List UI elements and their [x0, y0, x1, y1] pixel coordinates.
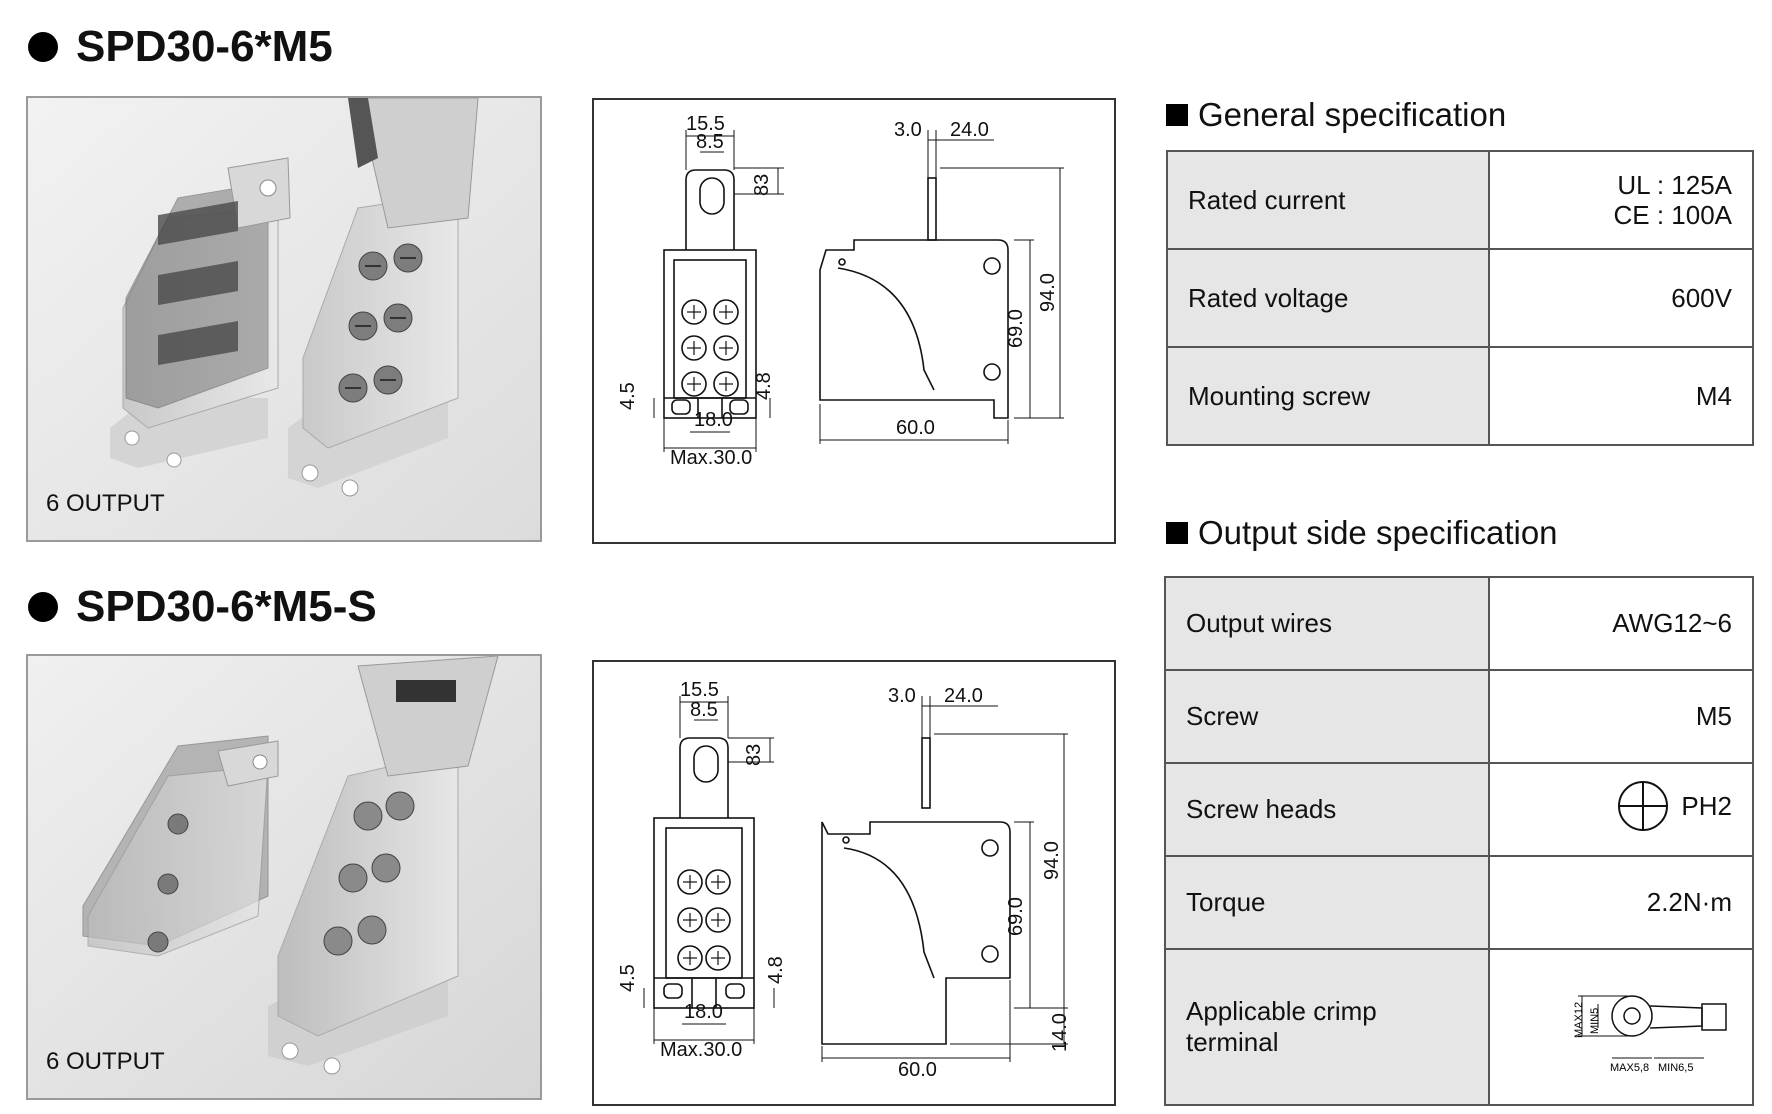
crimp-min-width: MIN6,5 — [1658, 1062, 1693, 1074]
product-title-1: SPD30-6*M5 — [28, 22, 333, 72]
dimension-drawing-1: 15.5 8.5 83 4.5 4.8 18.0 Max.30.0 3.0 24… — [592, 98, 1116, 544]
dim-15-5: 15.5 — [686, 113, 725, 135]
dim-94-0: 94.0 — [1037, 273, 1059, 312]
rated-current-label: Rated current — [1166, 150, 1490, 250]
output-spec-table: Output wires AWG12~6 Screw M5 Screw head… — [1164, 576, 1754, 1106]
rated-current-ul: UL : 125A — [1617, 170, 1732, 200]
dim-3-0: 3.0 — [894, 119, 922, 141]
table-row: Rated voltage 600V — [1166, 248, 1754, 348]
dim-24-0: 24.0 — [950, 119, 989, 141]
rated-voltage-value: 600V — [1488, 248, 1754, 348]
dim-4-8: 4.8 — [765, 956, 787, 984]
dim-18-0: 18.0 — [694, 409, 733, 431]
table-row: Torque 2.2N·m — [1164, 855, 1754, 950]
product-title-text: SPD30-6*M5-S — [76, 582, 377, 631]
photo-caption: 6 OUTPUT — [46, 1048, 165, 1075]
output-wires-value: AWG12~6 — [1488, 576, 1754, 671]
table-row: Mounting screw M4 — [1166, 346, 1754, 446]
dim-69-0: 69.0 — [1005, 309, 1027, 348]
screw-heads-value: PH2 — [1488, 762, 1754, 857]
screw-value: M5 — [1488, 669, 1754, 764]
square-bullet-icon — [1166, 104, 1188, 126]
output-wires-label: Output wires — [1164, 576, 1490, 671]
product-title-text: SPD30-6*M5 — [76, 22, 333, 71]
terminal-block-photo-image — [28, 98, 540, 540]
phillips-head-icon — [1618, 781, 1669, 831]
crimp-max-height: MAX12 — [1573, 1001, 1585, 1037]
dim-60-0: 60.0 — [896, 417, 935, 439]
technical-drawing-image: 15.5 8.5 83 4.5 4.8 18.0 Max.30.0 3.0 24… — [617, 679, 1071, 1081]
dim-83: 83 — [743, 744, 765, 766]
dim-3-0: 3.0 — [888, 685, 916, 707]
product-title-2: SPD30-6*M5-S — [28, 582, 377, 632]
dim-94-0: 94.0 — [1041, 841, 1063, 880]
dim-15-5: 15.5 — [680, 679, 719, 701]
general-spec-heading-text: General specification — [1198, 96, 1507, 133]
table-row: Applicable crimp terminal MAX12 MIN5 MAX… — [1164, 948, 1754, 1106]
dim-4-5: 4.5 — [617, 964, 639, 992]
output-spec-heading: Output side specification — [1166, 514, 1558, 552]
dim-69-0: 69.0 — [1005, 897, 1027, 936]
table-row: Screw M5 — [1164, 669, 1754, 764]
rated-current-value: UL : 125A CE : 100A — [1488, 150, 1754, 250]
crimp-max-width: MAX5,8 — [1610, 1062, 1649, 1074]
square-bullet-icon — [1166, 522, 1188, 544]
table-row: Screw heads PH2 — [1164, 762, 1754, 857]
dimension-drawing-2: 15.5 8.5 83 4.5 4.8 18.0 Max.30.0 3.0 24… — [592, 660, 1116, 1106]
bullet-icon — [28, 32, 58, 62]
output-spec-heading-text: Output side specification — [1198, 514, 1558, 551]
dim-max-30: Max.30.0 — [660, 1039, 742, 1061]
rated-current-ce: CE : 100A — [1613, 200, 1732, 230]
rated-voltage-label: Rated voltage — [1166, 248, 1490, 348]
dim-83: 83 — [751, 174, 773, 196]
product-photo-1: 6 OUTPUT — [26, 96, 542, 542]
torque-label: Torque — [1164, 855, 1490, 950]
crimp-min-height: MIN5 — [1589, 1007, 1601, 1033]
dim-8-5: 8.5 — [696, 131, 724, 153]
dim-24-0: 24.0 — [944, 685, 983, 707]
dim-60-0: 60.0 — [898, 1059, 937, 1081]
product-photo-2: 6 OUTPUT — [26, 654, 542, 1100]
general-spec-heading: General specification — [1166, 96, 1506, 134]
dim-8-5: 8.5 — [690, 699, 718, 721]
photo-caption: 6 OUTPUT — [46, 490, 165, 517]
crimp-terminal-icon: MAX12 MIN5 MAX5,8 MIN6,5 — [1573, 994, 1727, 1074]
screw-heads-label: Screw heads — [1164, 762, 1490, 857]
table-row: Output wires AWG12~6 — [1164, 576, 1754, 671]
screw-heads-value-text: PH2 — [1681, 790, 1732, 821]
mounting-screw-value: M4 — [1488, 346, 1754, 446]
crimp-terminal-value: MAX12 MIN5 MAX5,8 MIN6,5 — [1488, 948, 1754, 1106]
dim-18-0: 18.0 — [684, 1001, 723, 1023]
bullet-icon — [28, 592, 58, 622]
dim-4-5: 4.5 — [617, 382, 639, 410]
dim-14-0: 14.0 — [1049, 1013, 1071, 1052]
torque-value: 2.2N·m — [1488, 855, 1754, 950]
screw-label: Screw — [1164, 669, 1490, 764]
technical-drawing-image: 15.5 8.5 83 4.5 4.8 18.0 Max.30.0 3.0 24… — [617, 113, 1064, 469]
terminal-block-photo-image — [28, 656, 540, 1098]
general-spec-table: Rated current UL : 125A CE : 100A Rated … — [1166, 150, 1754, 446]
dim-max-30: Max.30.0 — [670, 447, 752, 469]
mounting-screw-label: Mounting screw — [1166, 346, 1490, 446]
table-row: Rated current UL : 125A CE : 100A — [1166, 150, 1754, 250]
dim-4-8: 4.8 — [753, 372, 775, 400]
crimp-terminal-label: Applicable crimp terminal — [1164, 948, 1490, 1106]
